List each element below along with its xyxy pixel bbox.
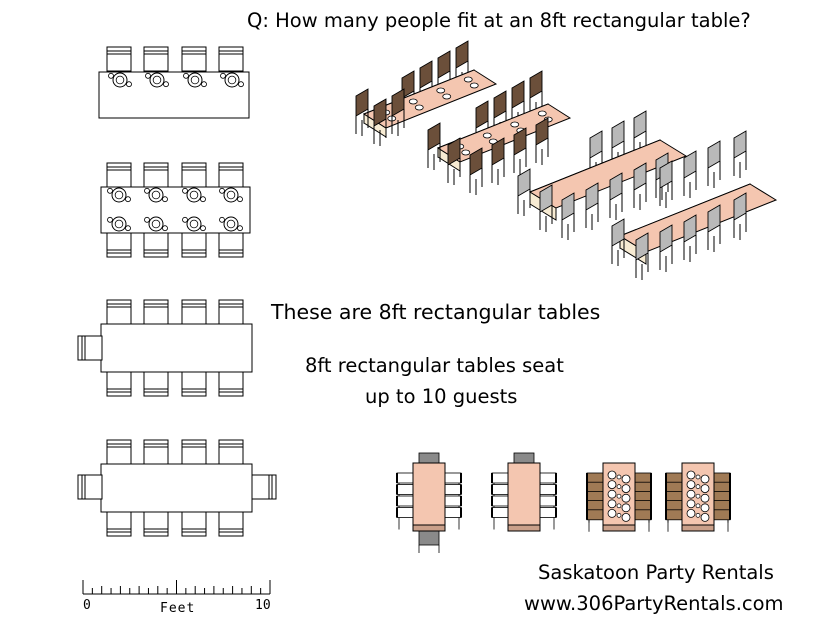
plate: [148, 187, 164, 203]
chair: [396, 472, 414, 484]
chair: [665, 509, 683, 521]
chair: [586, 509, 604, 521]
iso-table-b: [427, 70, 572, 195]
chair: [586, 490, 604, 502]
small-table-2: [491, 452, 557, 532]
small-table-4: [665, 462, 731, 532]
chair: [491, 507, 509, 518]
scale-start-label: 0: [83, 598, 91, 613]
question-text: Q: How many people fit at an 8ft rectang…: [247, 9, 751, 32]
chair: [634, 472, 652, 484]
website-url: www.306PartyRentals.com: [524, 592, 784, 615]
chair: [396, 495, 414, 507]
chair: [437, 50, 451, 79]
chair: [529, 70, 543, 99]
small-table-3: [586, 462, 652, 532]
plan-table-9-seats: [77, 299, 253, 397]
plate: [149, 72, 165, 88]
chair: [455, 40, 469, 69]
chair: [444, 495, 462, 507]
chair: [665, 481, 683, 493]
plate: [148, 216, 164, 232]
plate: [112, 72, 128, 88]
plate: [223, 216, 239, 232]
plan-table-8-seats-set: [100, 162, 251, 258]
chair: [586, 500, 604, 512]
chair: [713, 509, 731, 521]
chair: [634, 490, 652, 502]
chair: [511, 80, 525, 109]
chair: [493, 90, 507, 119]
seating-line-1: 8ft rectangular tables seat: [305, 354, 564, 377]
chair: [665, 472, 683, 484]
chair: [444, 484, 462, 495]
chair: [491, 484, 509, 495]
chair: [634, 509, 652, 521]
plate: [186, 216, 202, 232]
scale-bar: [82, 580, 271, 595]
chair: [539, 484, 557, 495]
scale-end-label: 10: [255, 598, 271, 613]
chair: [713, 481, 731, 493]
chair: [665, 490, 683, 502]
chair: [634, 481, 652, 493]
chair: [539, 507, 557, 518]
chair: [589, 130, 603, 159]
chair: [396, 507, 414, 518]
chair: [475, 100, 489, 129]
plate: [187, 72, 203, 88]
chair: [427, 122, 441, 151]
chair: [396, 484, 414, 495]
chair: [683, 150, 697, 179]
chair: [586, 472, 604, 484]
scale-unit-label: Feet: [160, 601, 196, 616]
seating-line-2: up to 10 guests: [365, 385, 518, 408]
iso-table-a: [355, 40, 498, 146]
chair: [665, 500, 683, 512]
chair: [491, 495, 509, 507]
plate: [224, 72, 240, 88]
chair: [444, 507, 462, 518]
chair: [713, 472, 731, 484]
chair: [419, 60, 433, 89]
plan-table-10-seats: [77, 439, 277, 537]
chair: [611, 120, 625, 149]
chair: [491, 472, 509, 484]
plate: [111, 216, 127, 232]
iso-table-d: [611, 130, 778, 280]
chair: [539, 472, 557, 484]
chair: [586, 481, 604, 493]
chair: [633, 110, 647, 139]
chair: [713, 500, 731, 512]
plate: [223, 187, 239, 203]
small-table-1: [396, 452, 462, 553]
chair: [539, 495, 557, 507]
caption-text: These are 8ft rectangular tables: [271, 300, 601, 324]
chair: [713, 490, 731, 502]
chair: [733, 130, 747, 159]
chair: [355, 88, 369, 117]
chair: [707, 140, 721, 169]
company-name: Saskatoon Party Rentals: [538, 561, 774, 584]
iso-table-c: [517, 110, 688, 240]
chair: [634, 500, 652, 512]
chair: [444, 472, 462, 484]
plate: [186, 187, 202, 203]
plate: [111, 187, 127, 203]
plan-table-4-seats: [98, 46, 250, 119]
